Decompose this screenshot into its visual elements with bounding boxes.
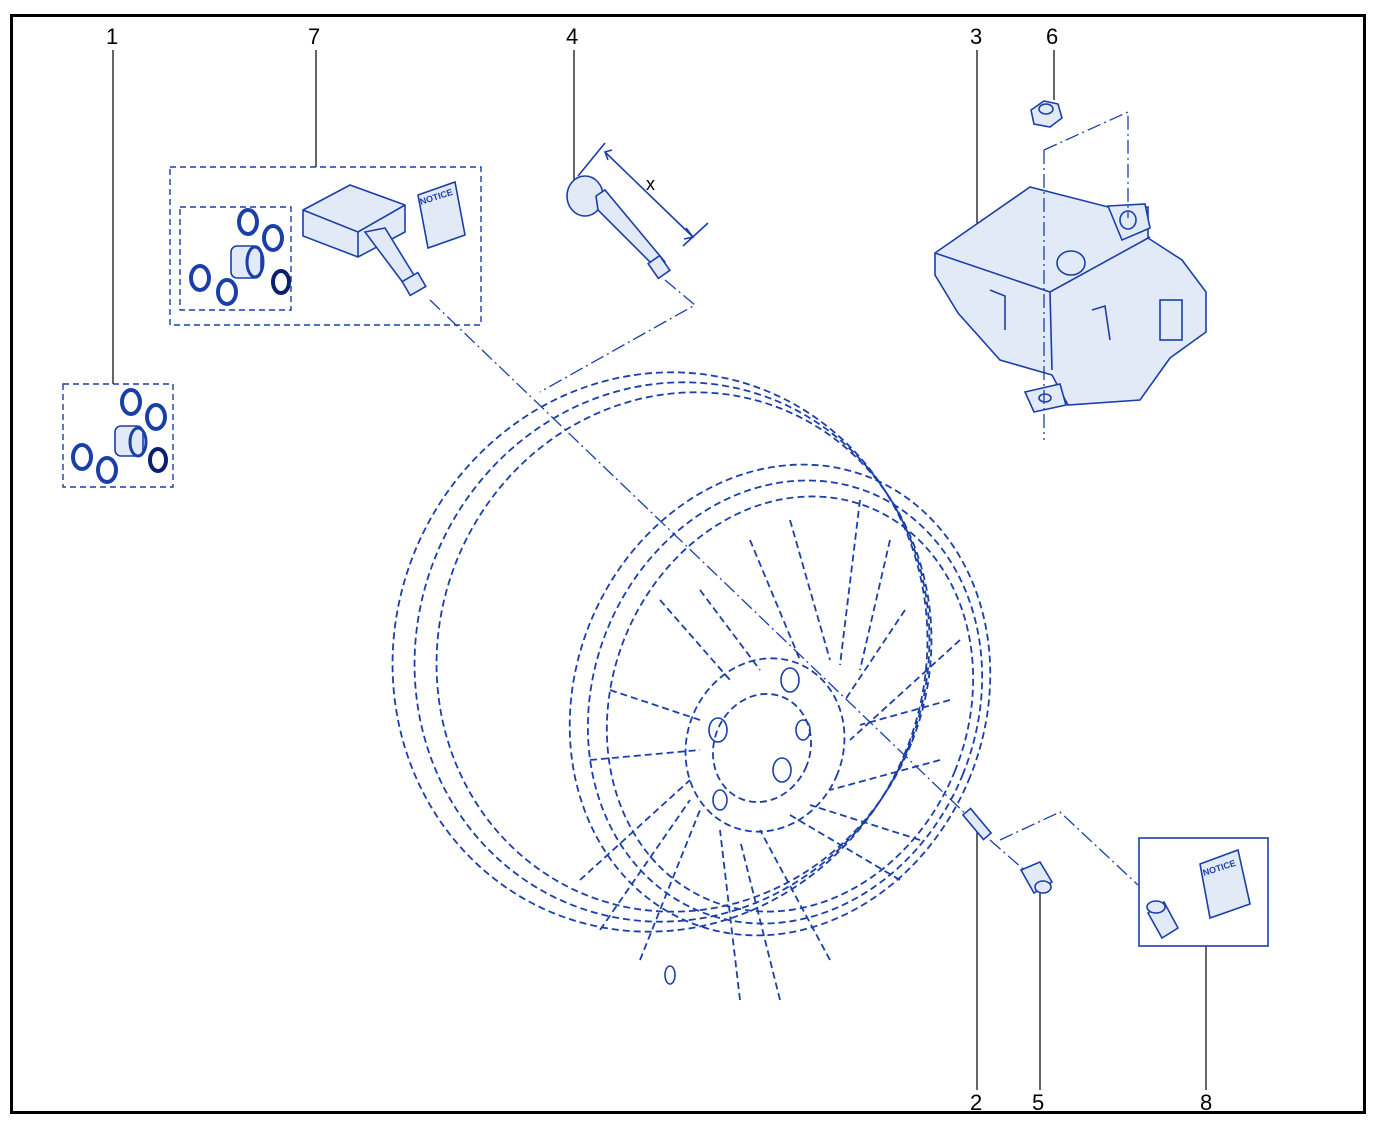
seal-kit-1	[62, 383, 174, 488]
explode-lines	[429, 279, 1139, 886]
callout-5: 5	[1032, 1090, 1044, 1115]
callout-4: 4	[566, 24, 578, 49]
callout-8: 8	[1200, 1090, 1212, 1115]
sensor-kit-7: NOTICE	[169, 166, 482, 326]
valve-stem-2	[961, 807, 993, 841]
nut-6	[1030, 100, 1063, 128]
drawing-frame	[10, 14, 1366, 1114]
callout-1: 1	[106, 24, 118, 49]
dimension-x-label: x	[646, 174, 655, 194]
callout-3: 3	[970, 24, 982, 49]
valve-cap-5	[1019, 860, 1054, 895]
callout-7: 7	[308, 24, 320, 49]
leader-lines	[112, 50, 1207, 1090]
callout-2: 2	[970, 1090, 982, 1115]
valve-4: x	[566, 142, 709, 280]
cap-kit-8: NOTICE	[1138, 837, 1269, 947]
control-module-3	[934, 110, 1207, 440]
callout-6: 6	[1046, 24, 1058, 49]
wheel	[391, 371, 992, 1001]
